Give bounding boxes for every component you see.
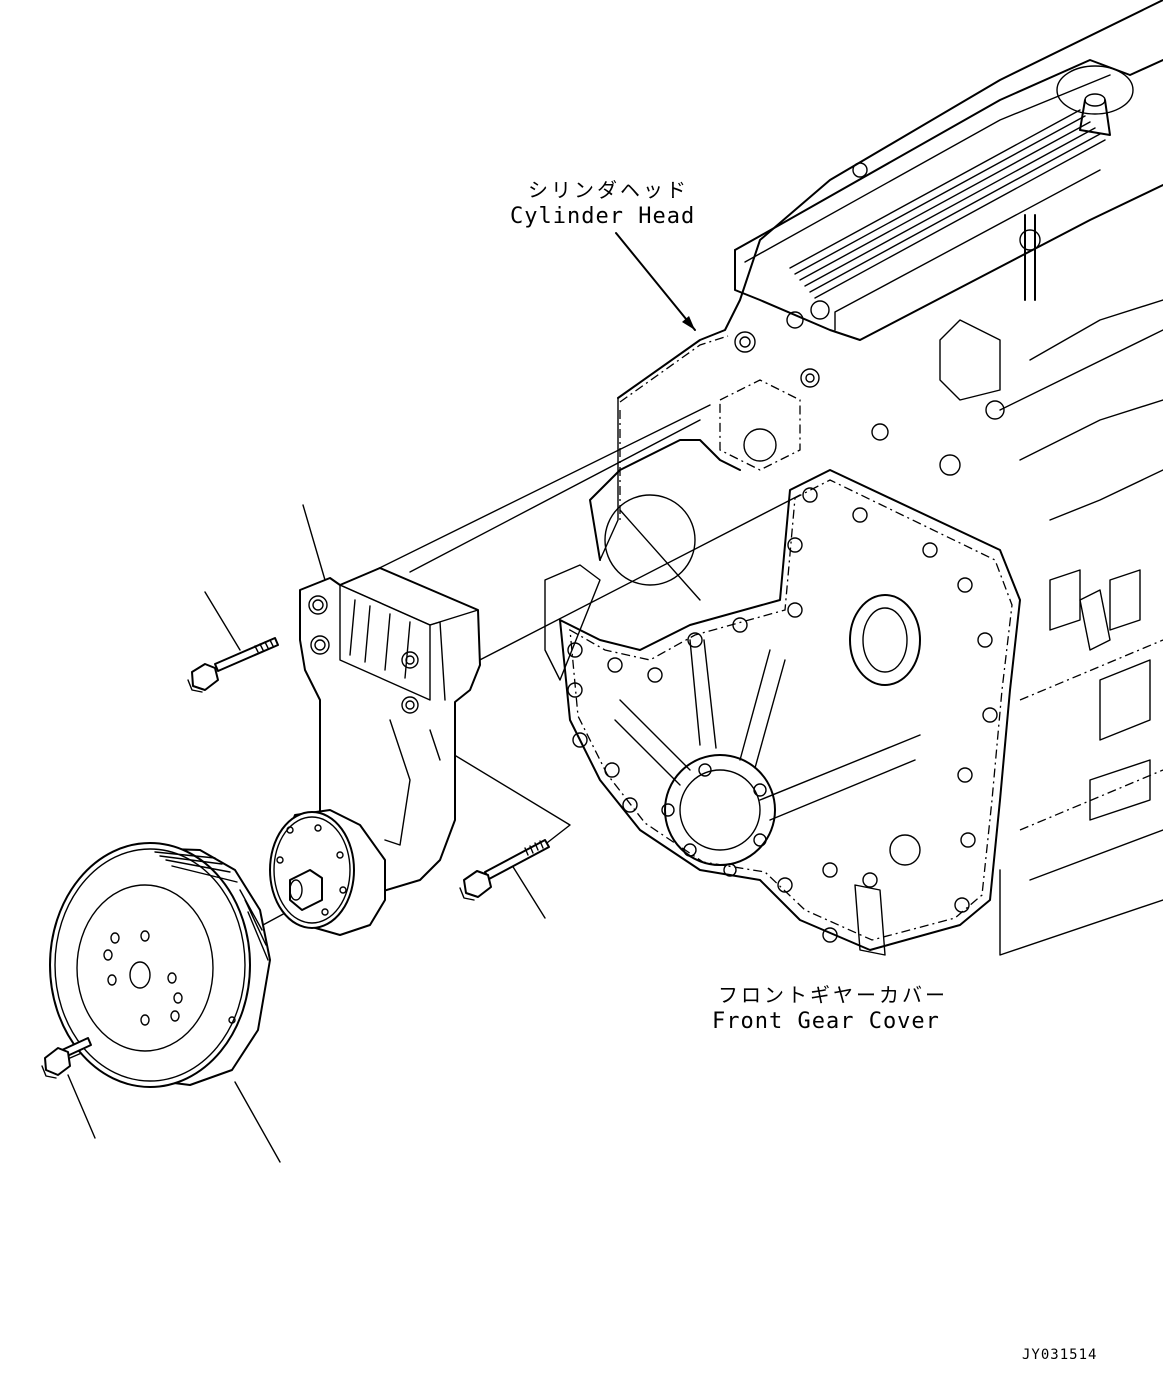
oil-filler-cap	[1056, 65, 1134, 136]
bolt-upper-left	[187, 637, 279, 693]
cylinder-head-label-en: Cylinder Head	[510, 204, 696, 229]
cylinder-head-label-jp: シリンダヘッド	[528, 178, 689, 202]
cover-bolts	[567, 487, 998, 943]
front-gear-cover-label-jp: フロントギヤーカバー	[718, 983, 948, 1007]
engine-block	[544, 0, 1163, 956]
bolt-crank-pulley	[41, 1037, 92, 1079]
head-bolts	[734, 162, 1005, 476]
leader-lines	[67, 232, 696, 1163]
idler-bracket	[299, 567, 481, 896]
crank-pulley-bolt-holes	[103, 930, 183, 1026]
crank-pulley	[49, 842, 271, 1088]
drawing-code: JY031514	[1022, 1347, 1098, 1363]
idler-pulley	[269, 809, 386, 936]
front-gear-cover-label-en: Front Gear Cover	[712, 1009, 940, 1034]
valve-cover-fins	[789, 109, 1106, 299]
bolt-lower-right	[459, 839, 550, 901]
front-gear-cover	[559, 469, 1021, 956]
